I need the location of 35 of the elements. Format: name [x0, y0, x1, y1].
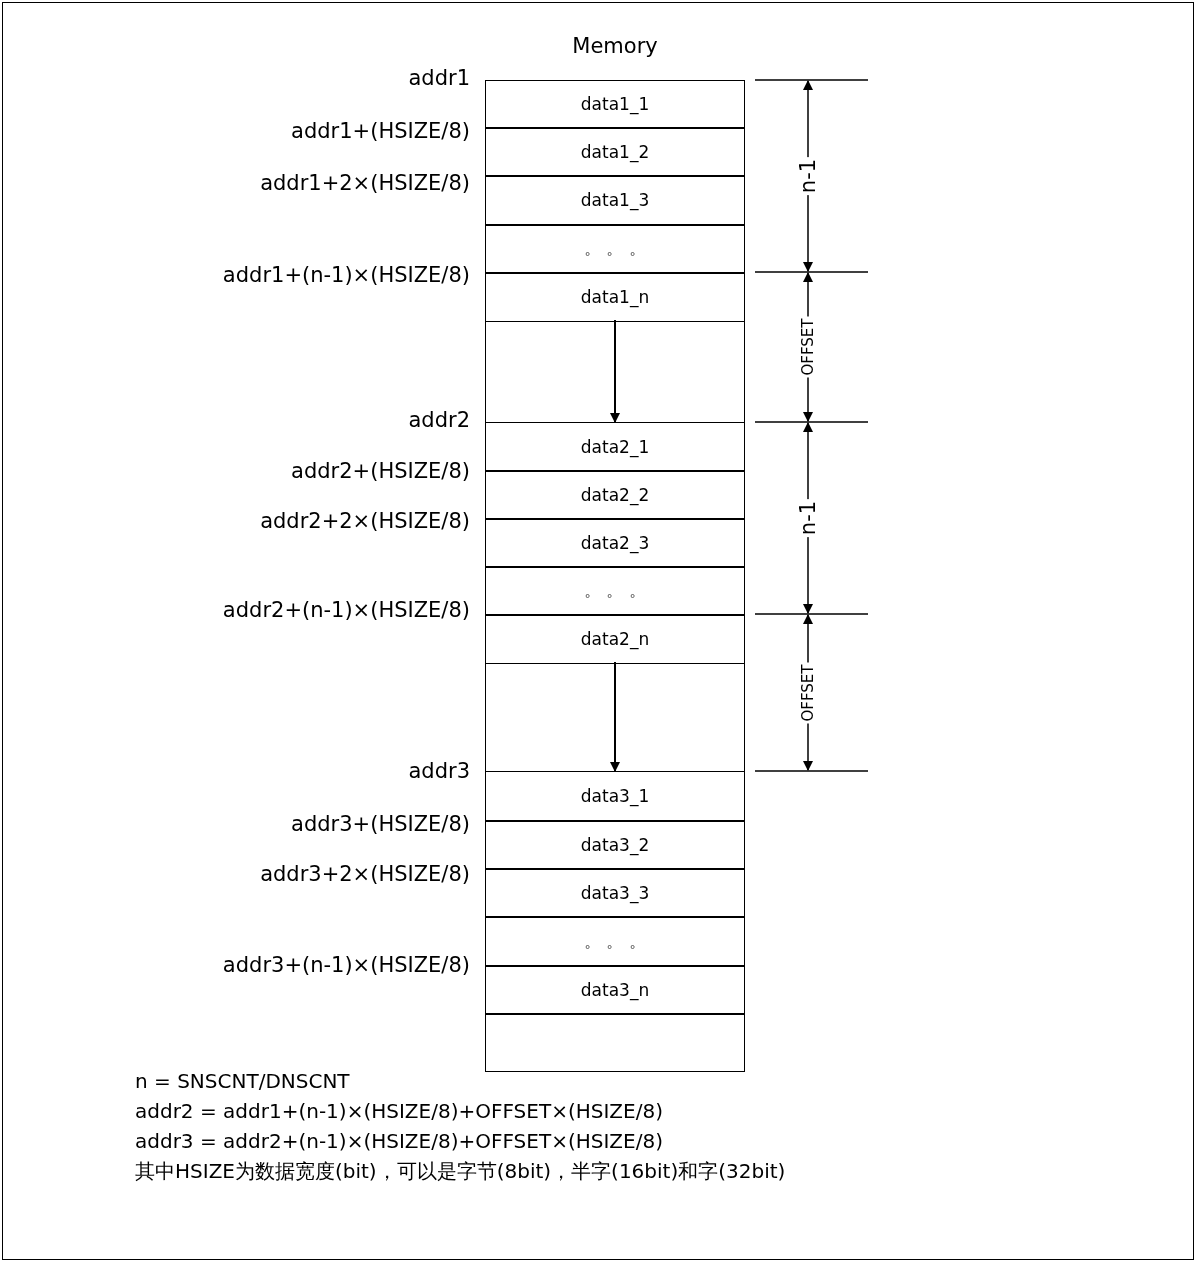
address-label: addr3+2×(HSIZE/8): [260, 862, 470, 886]
memory-cell: 。 。 。: [485, 916, 745, 967]
address-label: addr1: [408, 66, 470, 90]
memory-cell: data3_1: [485, 771, 745, 822]
memory-cell: data2_n: [485, 614, 745, 664]
arrow: [610, 319, 620, 423]
address-label: addr2: [408, 408, 470, 432]
memory-cell: data3_n: [485, 965, 745, 1015]
arrow: [610, 661, 620, 772]
address-label: addr3: [408, 759, 470, 783]
memory-cell: data3_3: [485, 868, 745, 918]
memory-cell: data3_2: [485, 820, 745, 870]
address-label: addr1+(HSIZE/8): [291, 119, 470, 143]
note-text: addr2 = addr1+(n-1)×(HSIZE/8)+OFFSET×(HSIZE/8): [135, 1099, 663, 1123]
memory-cell: data2_3: [485, 518, 745, 568]
memory-cell: data1_3: [485, 175, 745, 226]
memory-cell: data2_2: [485, 470, 745, 520]
address-label: addr1+(n-1)×(HSIZE/8): [222, 263, 470, 287]
note-text: addr3 = addr2+(n-1)×(HSIZE/8)+OFFSET×(HSIZE/8): [135, 1129, 663, 1153]
address-label: addr3+(n-1)×(HSIZE/8): [222, 953, 470, 977]
memory-cell: data1_1: [485, 80, 745, 129]
note-text: n = SNSCNT/DNSCNT: [135, 1069, 350, 1093]
empty-memory-cell: [485, 1013, 745, 1072]
address-label: addr2+2×(HSIZE/8): [260, 509, 470, 533]
address-label: addr1+2×(HSIZE/8): [260, 171, 470, 195]
address-label: addr3+(HSIZE/8): [291, 812, 470, 836]
memory-cell: data2_1: [485, 422, 745, 472]
memory-cell: 。 。 。: [485, 224, 745, 274]
address-label: addr2+(HSIZE/8): [291, 459, 470, 483]
address-label: addr2+(n-1)×(HSIZE/8): [222, 598, 470, 622]
column-heading: Memory: [571, 34, 659, 58]
memory-cell: data1_n: [485, 272, 745, 322]
memory-cell: 。 。 。: [485, 566, 745, 616]
memory-cell: data1_2: [485, 127, 745, 177]
note-text: 其中HSIZE为数据宽度(bit)，可以是字节(8bit)，半字(16bit)和字(32bit): [135, 1158, 786, 1185]
